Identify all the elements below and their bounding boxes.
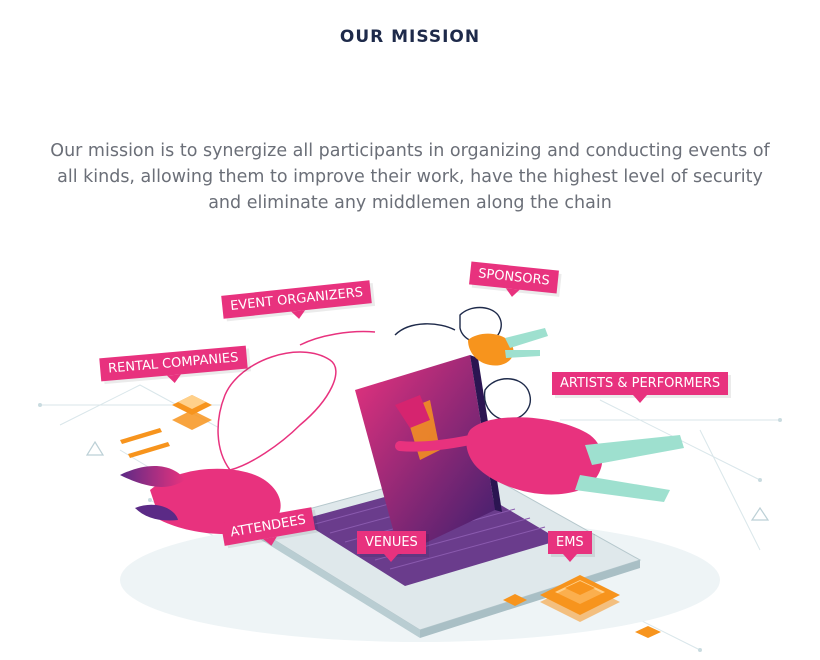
tag-venues: VENUES xyxy=(357,531,426,554)
sponsor-body xyxy=(468,333,514,366)
organizer-leg xyxy=(135,504,178,521)
organizer-hand-line xyxy=(299,330,376,346)
laptop-base-edge xyxy=(250,525,420,638)
artist-head xyxy=(483,378,531,421)
artist-leg xyxy=(575,475,670,502)
speed-lines xyxy=(120,428,170,458)
section-title: OUR MISSION xyxy=(339,27,481,48)
triangle-decor xyxy=(750,506,770,521)
sponsor-arm xyxy=(394,323,456,336)
organizer-leg xyxy=(120,465,185,487)
illustration-graphic xyxy=(38,306,782,652)
artist-hand xyxy=(395,395,430,428)
artist-body xyxy=(466,417,603,495)
mission-description: Our mission is to synergize all particip… xyxy=(50,140,770,213)
mission-illustration: EVENT ORGANIZERS SPONSORS RENTAL COMPANI… xyxy=(0,250,820,660)
orange-stack-left xyxy=(172,395,212,430)
orange-stack-small xyxy=(503,594,661,638)
artist-leg xyxy=(585,435,684,465)
sponsor-leg xyxy=(505,350,540,358)
organizer-arm xyxy=(217,351,337,471)
artist-arm xyxy=(395,435,475,452)
tag-ems: EMS xyxy=(548,531,592,554)
triangle-decor xyxy=(85,440,105,456)
tag-artists-performers: ARTISTS & PERFORMERS xyxy=(552,372,729,395)
orange-stack-ems xyxy=(540,575,620,622)
sponsor-leg xyxy=(505,328,548,348)
